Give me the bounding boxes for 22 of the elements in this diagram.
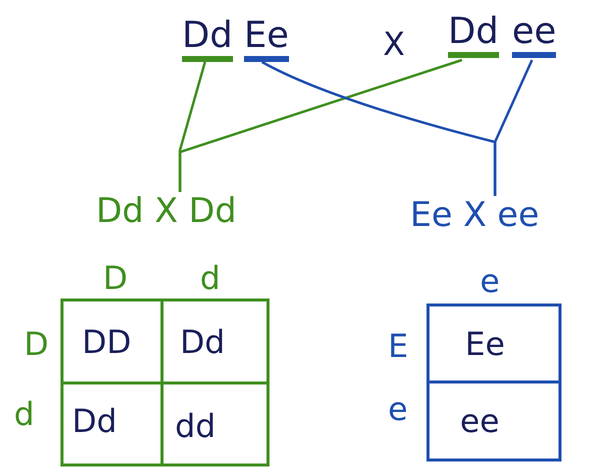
genotype-text: Dd [182,18,233,62]
allele-header: e [480,265,500,297]
allele-header: d [14,398,34,430]
allele-header: e [388,393,408,425]
cross-text: Dd X Dd [96,194,236,228]
cross-sign: X [383,28,405,60]
connector-line [178,58,462,192]
genotype-cell-text: Dd [180,326,225,358]
genotype-cell-text: dd [175,410,216,442]
genotype-text: Dd [448,14,499,58]
connector-line [494,59,534,196]
allele-header: E [388,330,408,362]
allele-header: D [24,328,49,360]
genotype-cell-text: DD [82,326,132,358]
allele-header: D [103,262,128,294]
genotype-cell-text: Dd [72,405,117,437]
allele-header: d [200,262,220,294]
genotype-text: Ee [244,18,289,62]
cross-text: Ee X ee [410,198,540,232]
genotype-cell-text: Ee [465,328,505,360]
genotype-cell-text: ee [460,405,500,437]
genotype-text: ee [512,14,556,58]
